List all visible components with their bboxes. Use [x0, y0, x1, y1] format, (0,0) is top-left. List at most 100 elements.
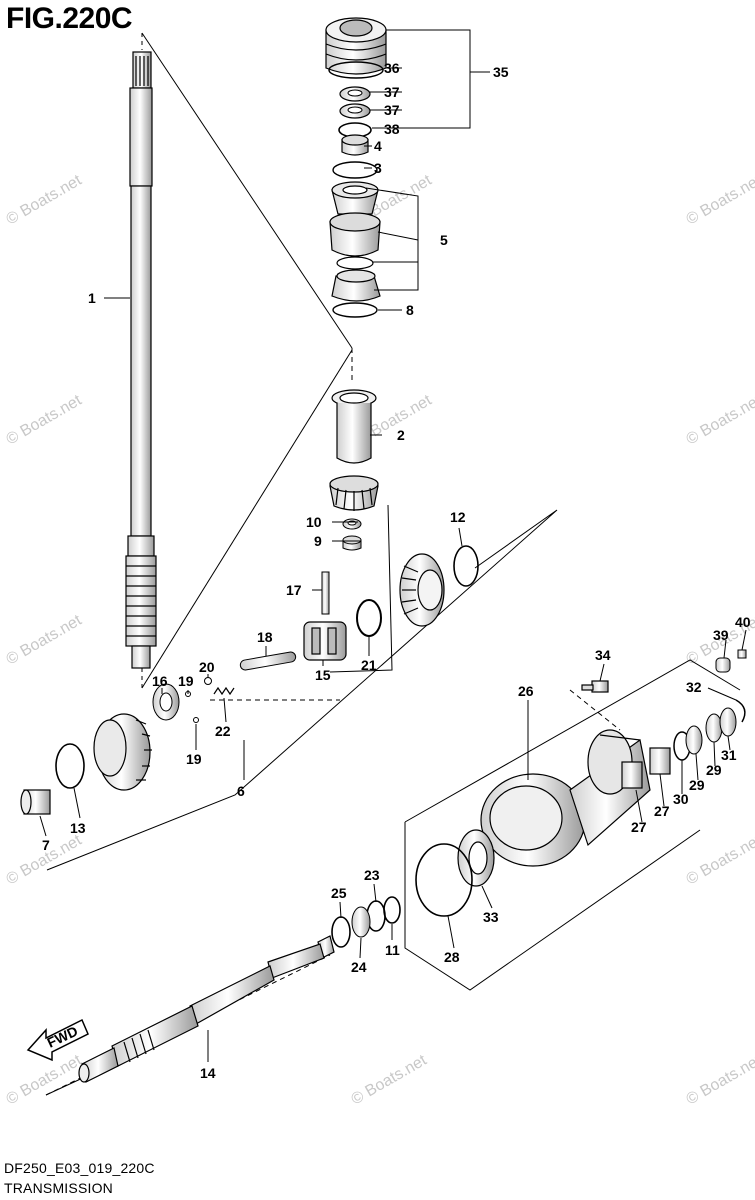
part-7-needle-bearing — [20, 789, 51, 815]
part-22-spring — [213, 686, 235, 696]
part-16-shim — [152, 683, 180, 721]
callout-6: 6 — [237, 783, 245, 799]
callout-leaders — [39, 29, 747, 1062]
callout-18: 18 — [257, 629, 273, 645]
forward-gear — [93, 713, 152, 791]
part-1-driveshaft — [125, 51, 157, 669]
callout-8: 8 — [406, 302, 414, 318]
callout-16: 16 — [152, 673, 168, 689]
part-39-cap — [715, 657, 731, 673]
callout-labels: 1 2 3 4 5 6 7 8 9 10 11 12 13 14 15 16 1… — [42, 60, 751, 1081]
callout-13: 13 — [70, 820, 86, 836]
callout-24: 24 — [351, 959, 367, 975]
bevel-gear-rear — [399, 553, 445, 627]
callout-37a: 37 — [384, 84, 400, 100]
callout-22: 22 — [215, 723, 231, 739]
callout-9: 9 — [314, 533, 322, 549]
watermark: © Boats.net — [349, 1052, 431, 1109]
part-3-shim — [332, 161, 378, 179]
part-26-gear-case — [480, 729, 651, 867]
drawing-code: DF250_E03_019_220C — [4, 1160, 155, 1176]
part-40-screw — [737, 649, 747, 659]
callout-19a: 19 — [178, 673, 194, 689]
callout-40: 40 — [735, 614, 751, 630]
callout-26: 26 — [518, 683, 534, 699]
part-10-washer — [342, 518, 362, 530]
callout-11: 11 — [385, 942, 400, 958]
part-27-needle-bearing — [649, 747, 671, 775]
part-36-shim — [328, 61, 384, 79]
callout-15: 15 — [315, 667, 331, 683]
callout-29a: 29 — [689, 777, 705, 793]
callout-3: 3 — [374, 160, 382, 176]
callout-36: 36 — [384, 60, 400, 76]
part-37-washer — [339, 86, 371, 102]
part-15-clutch-dog — [303, 621, 347, 661]
callout-33: 33 — [483, 909, 499, 925]
part-19-ball — [193, 717, 199, 723]
callout-25: 25 — [331, 885, 347, 901]
callout-31: 31 — [721, 747, 737, 763]
figure-caption: TRANSMISSION — [4, 1180, 113, 1196]
part-18-shift-rod — [239, 651, 297, 671]
part-24-thrust-bearing — [351, 906, 371, 938]
watermark: © Boats.net — [4, 392, 86, 449]
forward-direction-arrow: FWD — [26, 1018, 89, 1062]
figure-title: FIG.220C — [6, 2, 133, 35]
pinion-gear — [329, 475, 379, 511]
callout-7: 7 — [42, 837, 50, 853]
callout-10: 10 — [306, 514, 322, 530]
watermark-layer: © Boats.net © Boats.net © Boats.net © Bo… — [4, 172, 755, 1109]
watermark: © Boats.net — [4, 1052, 86, 1109]
part-2-sleeve — [331, 389, 377, 464]
watermark: © Boats.net — [684, 1052, 755, 1109]
callout-35: 35 — [493, 64, 509, 80]
callout-28: 28 — [444, 949, 460, 965]
part-8-shim — [332, 302, 378, 318]
callout-20: 20 — [199, 659, 215, 675]
part-14-propeller-shaft — [78, 935, 335, 1083]
callout-29b: 29 — [706, 762, 722, 778]
callout-39: 39 — [713, 627, 729, 643]
part-11-shim — [383, 896, 401, 924]
callout-27b: 27 — [654, 803, 670, 819]
part-33-bearing — [457, 829, 495, 887]
part-17-pin — [321, 571, 330, 615]
callout-37b: 37 — [384, 102, 400, 118]
callout-14: 14 — [200, 1065, 216, 1081]
callout-30: 30 — [673, 791, 689, 807]
callout-17: 17 — [286, 582, 302, 598]
callout-19b: 19 — [186, 751, 202, 767]
watermark: © Boats.net — [4, 612, 86, 669]
part-27-needle-bearing — [621, 761, 643, 789]
watermark: © Boats.net — [684, 392, 755, 449]
part-21-ring — [356, 599, 382, 637]
callout-34: 34 — [595, 647, 611, 663]
part-37-washer — [339, 103, 371, 119]
watermark: © Boats.net — [684, 832, 755, 889]
part-12-shim — [453, 545, 479, 587]
callout-27a: 27 — [631, 819, 647, 835]
part-32-circlip — [735, 699, 746, 723]
callout-1: 1 — [88, 290, 96, 306]
assembly-guide-lines — [45, 32, 741, 1096]
watermark: © Boats.net — [684, 172, 755, 229]
part-31-seal — [719, 707, 737, 737]
part-13-shim — [55, 743, 85, 789]
part-28-o-ring — [415, 843, 473, 917]
part-34-bolt — [581, 680, 609, 693]
part-20-ball — [204, 677, 212, 685]
callout-21: 21 — [361, 657, 377, 673]
watermark: © Boats.net — [4, 172, 86, 229]
callout-5: 5 — [440, 232, 448, 248]
part-25-washer — [331, 916, 351, 948]
part-9-nut — [342, 535, 362, 551]
part-29-washer — [705, 713, 723, 743]
callout-4: 4 — [374, 138, 382, 154]
part-4-nut — [341, 134, 369, 156]
callout-32: 32 — [686, 679, 702, 695]
part-5-tapered-bearing — [329, 181, 381, 302]
callout-38: 38 — [384, 121, 400, 137]
